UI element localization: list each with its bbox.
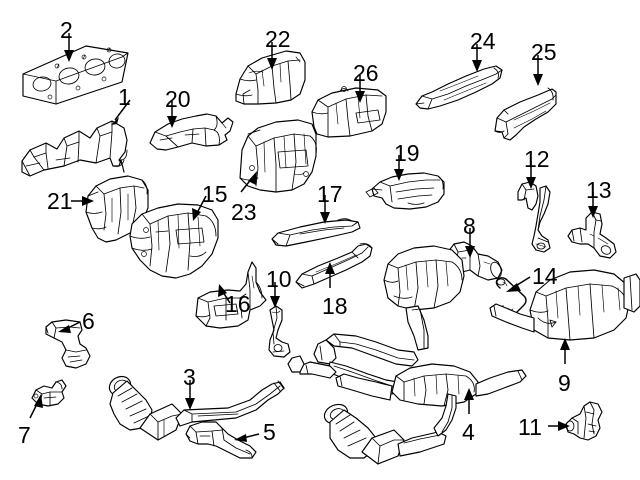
callout-label-19: 19 (394, 140, 420, 166)
part-bracket-6 (45, 319, 91, 369)
callout-label-23: 23 (231, 199, 257, 225)
part-bracket-11 (565, 401, 603, 441)
callout-label-12: 12 (524, 146, 550, 172)
callout-label-16: 16 (225, 291, 251, 317)
part-heat-shield-22 (235, 50, 306, 105)
callout-label-9: 9 (558, 370, 571, 396)
part-pipe-stub-left (287, 355, 337, 379)
part-muffler-left-upper (383, 245, 465, 351)
part-heat-shield-17 (271, 218, 361, 247)
callout-label-22: 22 (265, 26, 291, 52)
callout-label-18: 18 (322, 293, 348, 319)
callout-label-14: 14 (532, 263, 558, 289)
part-heat-shield-15 (129, 203, 219, 279)
part-rear-muffler-right (489, 269, 640, 341)
part-heat-shield-26 (311, 86, 387, 138)
part-heat-shield-23 (239, 119, 317, 193)
part-manifold-gasket (22, 45, 129, 105)
part-front-pipe-catalytic (108, 375, 285, 441)
part-bracket-12 (517, 181, 551, 253)
part-heat-shield-19 (365, 172, 445, 210)
callout-label-26: 26 (353, 60, 379, 86)
part-lower-left-converter (323, 393, 457, 465)
callout-label-2: 2 (60, 17, 73, 43)
callout-label-1: 1 (118, 84, 131, 110)
part-center-resonator (335, 363, 527, 407)
callout-label-3: 3 (183, 364, 196, 390)
callout-label-20: 20 (165, 86, 191, 112)
part-heat-shield-18 (295, 243, 373, 289)
part-bracket-5 (185, 421, 257, 459)
callout-label-7: 7 (18, 422, 31, 448)
callout-label-8: 8 (463, 213, 476, 239)
callout-label-4: 4 (462, 419, 475, 445)
callout-label-17: 17 (317, 181, 343, 207)
callout-label-5: 5 (263, 419, 276, 445)
callout-label-6: 6 (82, 308, 95, 334)
part-exhaust-manifold (21, 120, 128, 177)
callout-leaders (29, 33, 598, 442)
part-bracket-16 (195, 261, 267, 329)
callout-label-24: 24 (470, 28, 496, 54)
callout-label-11: 11 (518, 414, 542, 440)
part-bracket-13 (567, 211, 617, 259)
callout-label-13: 13 (586, 177, 612, 203)
part-hanger-rod-10 (268, 305, 291, 358)
callout-label-21: 21 (47, 188, 73, 214)
part-heat-shield-20 (149, 113, 234, 151)
callout-label-10: 10 (266, 266, 292, 292)
callout-label-25: 25 (531, 39, 557, 65)
part-heat-shield-25 (494, 87, 557, 141)
part-heat-shield-24 (415, 65, 503, 110)
callout-label-15: 15 (202, 181, 228, 207)
